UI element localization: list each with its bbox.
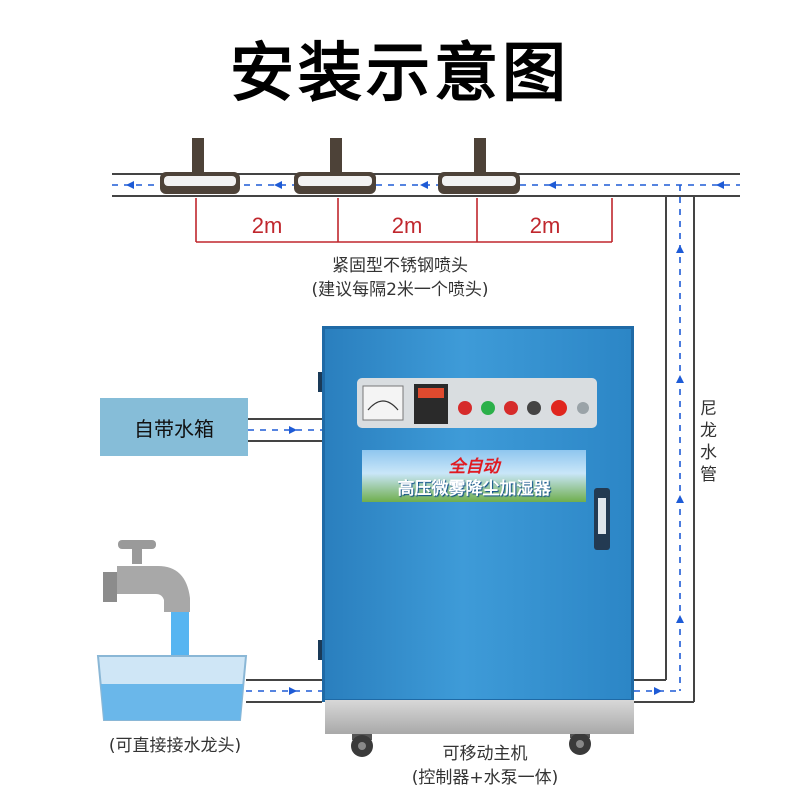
nozzle-caption-line2: (建议每隔2米一个喷头) [311,280,489,300]
dimension-lines [195,198,613,243]
caster-wheels [351,730,591,757]
arrow-left-icon [716,181,724,189]
water-tank-box: 自带水箱 [100,398,248,456]
outlet-pipe [634,679,694,703]
machine-banner [362,450,586,502]
machine-caption-line1: 可移动主机 [442,744,528,764]
nozzle [438,138,520,194]
arrow-right-icon [289,687,297,695]
arrow-up-icon [676,245,684,253]
nozzle [294,138,376,194]
arrow-left-icon [548,181,556,189]
flow-arrows [126,181,724,695]
machine-base [325,700,634,734]
vertical-pipe [665,185,695,702]
arrow-up-icon [676,495,684,503]
water-basin [96,655,248,721]
arrow-up-icon [676,375,684,383]
control-panel [357,378,597,428]
water-tank-label: 自带水箱 [134,416,214,441]
machine-caption-line2: (控制器+水泵一体) [411,768,559,788]
banner-top-text: 全自动 [448,457,500,477]
tap-inlet-pipe [246,679,322,703]
tubing-label: 尼龙水管 [700,399,717,485]
nozzle [160,138,240,194]
distance-label: 2m [251,213,283,238]
faucet-icon [103,540,190,612]
diagram-title: 安装示意图 [230,37,570,111]
tank-inlet-pipe [248,418,322,442]
banner-bottom-text: 高压微雾降尘加湿器 [397,479,551,499]
distance-label: 2m [529,213,561,238]
arrow-left-icon [274,181,282,189]
arrow-left-icon [420,181,428,189]
distance-label: 2m [391,213,423,238]
arrow-up-icon [676,615,684,623]
arrow-left-icon [126,181,134,189]
nozzle-caption: 紧固型不锈钢喷头 (建议每隔2米一个喷头) [250,254,550,302]
nozzle-caption-line1: 紧固型不锈钢喷头 [332,256,468,276]
arrow-right-icon [654,687,662,695]
arrow-right-icon [289,426,297,434]
machine-caption: 可移动主机 (控制器+水泵一体) [380,742,590,790]
tap-caption: (可直接接水龙头) [108,736,242,756]
